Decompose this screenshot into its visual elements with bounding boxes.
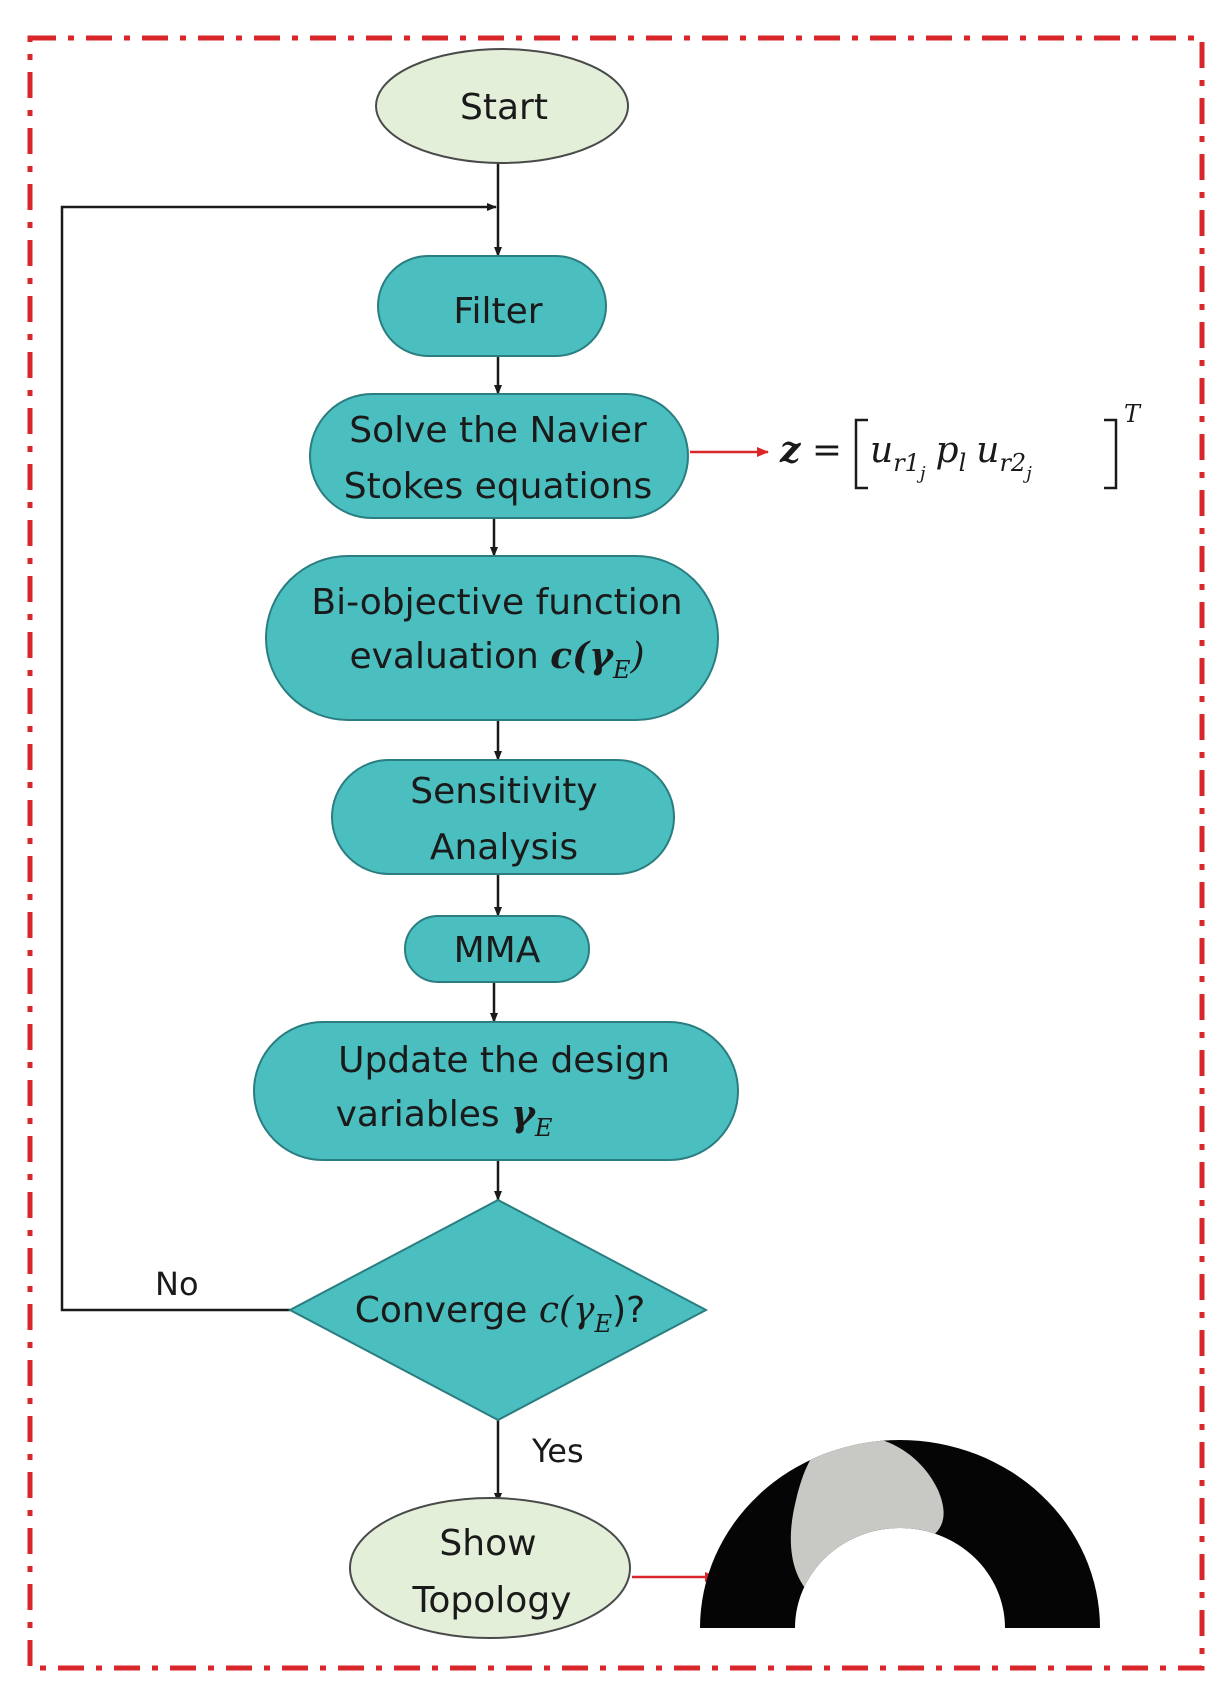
converge-decision-node: Converge c(γE)?	[287, 1198, 709, 1422]
formula-p: p	[936, 430, 959, 471]
show-topology-node: Show Topology	[349, 1497, 631, 1639]
mma-node: MMA	[404, 915, 590, 983]
update-sub: E	[534, 1114, 553, 1142]
biobj-label-line1: Bi-objective function	[311, 582, 682, 623]
show-label-line1: Show	[439, 1523, 536, 1564]
formula-u1-sub: r1	[893, 449, 920, 477]
solve-label-line1: Solve the Navier	[349, 410, 647, 451]
topology-result-image	[700, 1440, 1100, 1628]
dashdot-frame	[27, 35, 1205, 1671]
arrow-no-loop-back	[60, 203, 497, 1312]
biobj-close: )	[630, 636, 645, 677]
converge-math: c(γ	[539, 1290, 595, 1331]
biobj-label-line2: evaluation c(γE)	[349, 635, 644, 684]
update-design-variables-node: Update the design variables γE	[253, 1021, 739, 1161]
sensitivity-analysis-node: Sensitivity Analysis	[331, 759, 675, 875]
formula-right-bracket	[1104, 418, 1118, 490]
update-label-line1: Update the design	[338, 1040, 670, 1081]
formula-u2-subsub: j	[1022, 463, 1032, 484]
edge-label-no: No	[155, 1265, 199, 1303]
filter-label: Filter	[453, 291, 542, 332]
update-text: variables	[336, 1094, 511, 1135]
sensitivity-label-line1: Sensitivity	[410, 771, 597, 812]
biobj-sub: E	[612, 656, 631, 684]
formula-transpose: T	[1124, 400, 1142, 428]
biobjective-evaluation-node: Bi-objective function evaluation c(γE)	[265, 555, 719, 721]
sensitivity-label-line2: Analysis	[430, 827, 578, 868]
filter-node: Filter	[377, 255, 607, 357]
formula-u2-sub: r2	[999, 449, 1026, 477]
converge-sub: E	[594, 1310, 613, 1338]
converge-close: )?	[612, 1290, 645, 1331]
converge-text: Converge	[355, 1290, 539, 1331]
formula-p-sub: l	[959, 449, 967, 477]
update-label-line2: variables γE	[336, 1093, 553, 1142]
converge-label: Converge c(γE)?	[355, 1290, 645, 1338]
formula-z: z	[779, 429, 802, 471]
show-label-line2: Topology	[412, 1580, 572, 1621]
formula-u1: u	[870, 430, 893, 471]
formula-left-bracket	[854, 418, 868, 490]
solve-navier-stokes-node: Solve the Navier Stokes equations	[309, 393, 689, 519]
formula-lhs: z =	[779, 429, 842, 471]
formula-u1-subsub: j	[916, 463, 926, 484]
biobj-math: c(γ	[550, 635, 615, 677]
start-node: Start	[375, 48, 629, 164]
update-math: γ	[511, 1093, 537, 1135]
mma-label: MMA	[454, 930, 541, 971]
biobj-text: evaluation	[349, 636, 550, 677]
formula-u2: u	[976, 430, 999, 471]
formula-eq: =	[800, 430, 842, 471]
connectors	[60, 162, 502, 1503]
start-label: Start	[460, 87, 548, 128]
solve-label-line2: Stokes equations	[344, 466, 653, 507]
edge-label-yes: Yes	[531, 1432, 584, 1470]
